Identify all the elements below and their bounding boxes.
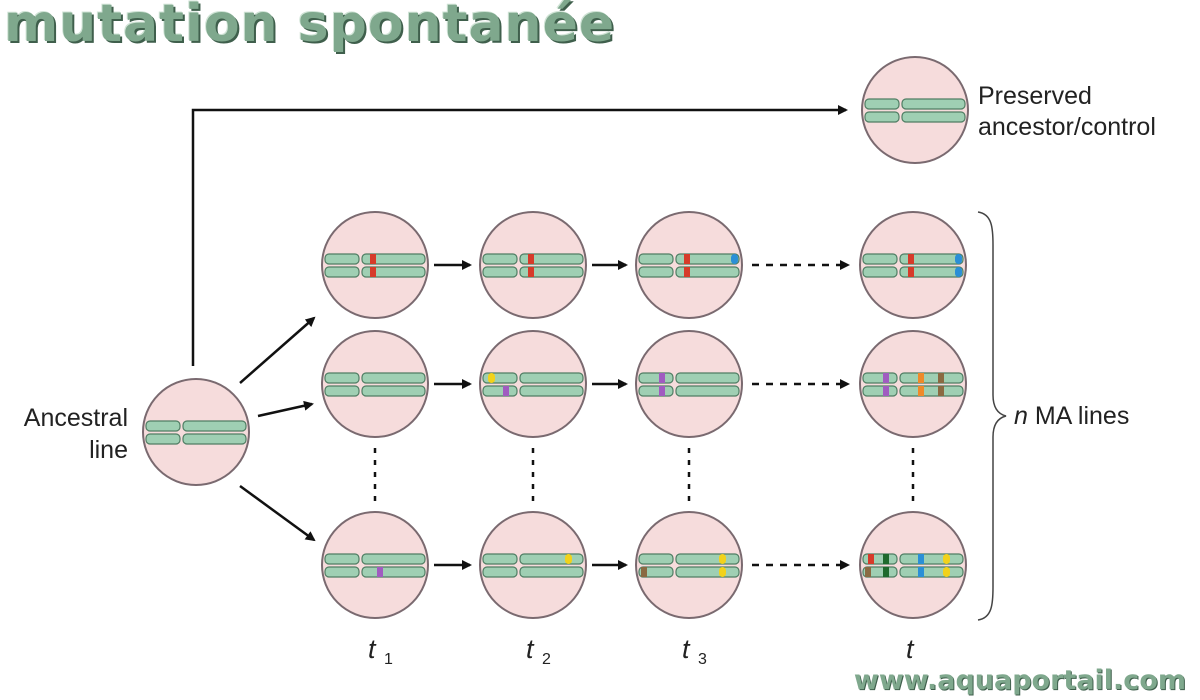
chromosome-bottom (324, 566, 426, 578)
chromosome-top (324, 253, 426, 265)
time-label-t: t (906, 634, 915, 664)
arrow-to-row1 (239, 316, 316, 384)
svg-text:t: t (526, 634, 535, 664)
mutation-band (528, 267, 534, 277)
ma-lines-text: MA lines (1028, 402, 1129, 430)
chromosome-bottom (324, 385, 426, 397)
mutation-band (883, 373, 889, 383)
mutation-band (377, 567, 383, 577)
chromosome-bottom (145, 433, 247, 445)
chromosome-top (324, 372, 426, 384)
mutation-band (370, 254, 376, 264)
svg-text:t: t (682, 634, 691, 664)
ancestral-label-line1: Ancestral (24, 404, 128, 432)
chromosome-top (862, 372, 964, 384)
cell-row1-t1 (321, 211, 429, 319)
chromosome-top (862, 253, 964, 265)
cells-layer (142, 56, 969, 619)
mutation-band (719, 567, 726, 577)
mutation-band (918, 554, 924, 564)
chromosome-bottom (638, 266, 740, 278)
chromosome-bottom (482, 385, 584, 397)
mutation-band (918, 386, 924, 396)
ancestral-cell (142, 378, 250, 486)
mutation-band (719, 554, 726, 564)
chromosome-bottom (864, 111, 966, 123)
cell-row2-t2 (479, 330, 587, 438)
mutation-band (659, 386, 665, 396)
mutation-band (641, 567, 647, 577)
cell-row2-t (859, 330, 967, 438)
mutation-band (883, 386, 889, 396)
mutation-band (908, 254, 914, 264)
page-title: mutation spontanée (4, 0, 616, 54)
watermark: www.aquaportail.com (853, 665, 1186, 696)
cell-row2-t1 (321, 330, 429, 438)
cell-rown-t1 (321, 511, 429, 619)
ancestral-label-line2: line (89, 436, 128, 464)
cell-rown-t (859, 511, 967, 619)
mutation-band (955, 254, 962, 264)
mutation-band (865, 567, 871, 577)
mutation-band (868, 554, 874, 564)
preserved-label-line2: ancestor/control (978, 113, 1156, 141)
mutation-band (565, 554, 572, 564)
mutation-band (883, 567, 889, 577)
chromosome-bottom (862, 266, 964, 278)
arrow-to-row2 (257, 400, 314, 418)
mutation-band (731, 254, 738, 264)
mutation-band (955, 267, 962, 277)
chromosome-bottom (482, 566, 584, 578)
mutation-band (938, 373, 944, 383)
svg-text:1: 1 (384, 651, 393, 668)
mutation-band (684, 267, 690, 277)
chromosome-bottom (638, 385, 740, 397)
mutation-band (659, 373, 665, 383)
svg-text:3: 3 (698, 651, 707, 668)
chromosome-top (145, 420, 247, 432)
cell-row1-t3 (635, 211, 743, 319)
preserved-ancestor-cell (861, 56, 969, 164)
chromosome-top (482, 372, 584, 384)
mutation-band (943, 567, 950, 577)
time-label-t1: t 1 (368, 634, 393, 668)
chromosome-bottom (862, 385, 964, 397)
svg-text:t: t (368, 634, 377, 664)
cell-rown-t3 (635, 511, 743, 619)
ma-n-italic: n (1014, 402, 1028, 430)
cell-row2-t3 (635, 330, 743, 438)
mutation-band (918, 567, 924, 577)
time-label-t2: t 2 (526, 634, 551, 668)
chromosome-bottom (324, 266, 426, 278)
arrow-to-control (191, 105, 848, 366)
mutation-band (503, 386, 509, 396)
chromosome-bottom (482, 266, 584, 278)
svg-text:2: 2 (542, 651, 551, 668)
chromosome-top (324, 553, 426, 565)
cell-row1-t2 (479, 211, 587, 319)
chromosome-top (482, 253, 584, 265)
cell-rown-t2 (479, 511, 587, 619)
ma-lines-brace (977, 211, 1007, 621)
cell-row1-t (859, 211, 967, 319)
time-label-t3: t 3 (682, 634, 707, 668)
mutation-band (908, 267, 914, 277)
chromosome-top (864, 98, 966, 110)
mutation-band (918, 373, 924, 383)
chromosome-top (638, 372, 740, 384)
mutation-band (370, 267, 376, 277)
mutation-band (883, 554, 889, 564)
mutation-band (528, 254, 534, 264)
preserved-label-line1: Preserved (978, 82, 1092, 110)
mutation-band (488, 373, 495, 383)
mutation-band (938, 386, 944, 396)
chromosome-top (638, 253, 740, 265)
arrows-layer (191, 105, 915, 570)
arrow-to-rown (239, 484, 316, 542)
mutation-band (684, 254, 690, 264)
ma-lines-label: n MA lines (1014, 402, 1129, 430)
mutation-band (943, 554, 950, 564)
svg-text:t: t (906, 634, 915, 664)
